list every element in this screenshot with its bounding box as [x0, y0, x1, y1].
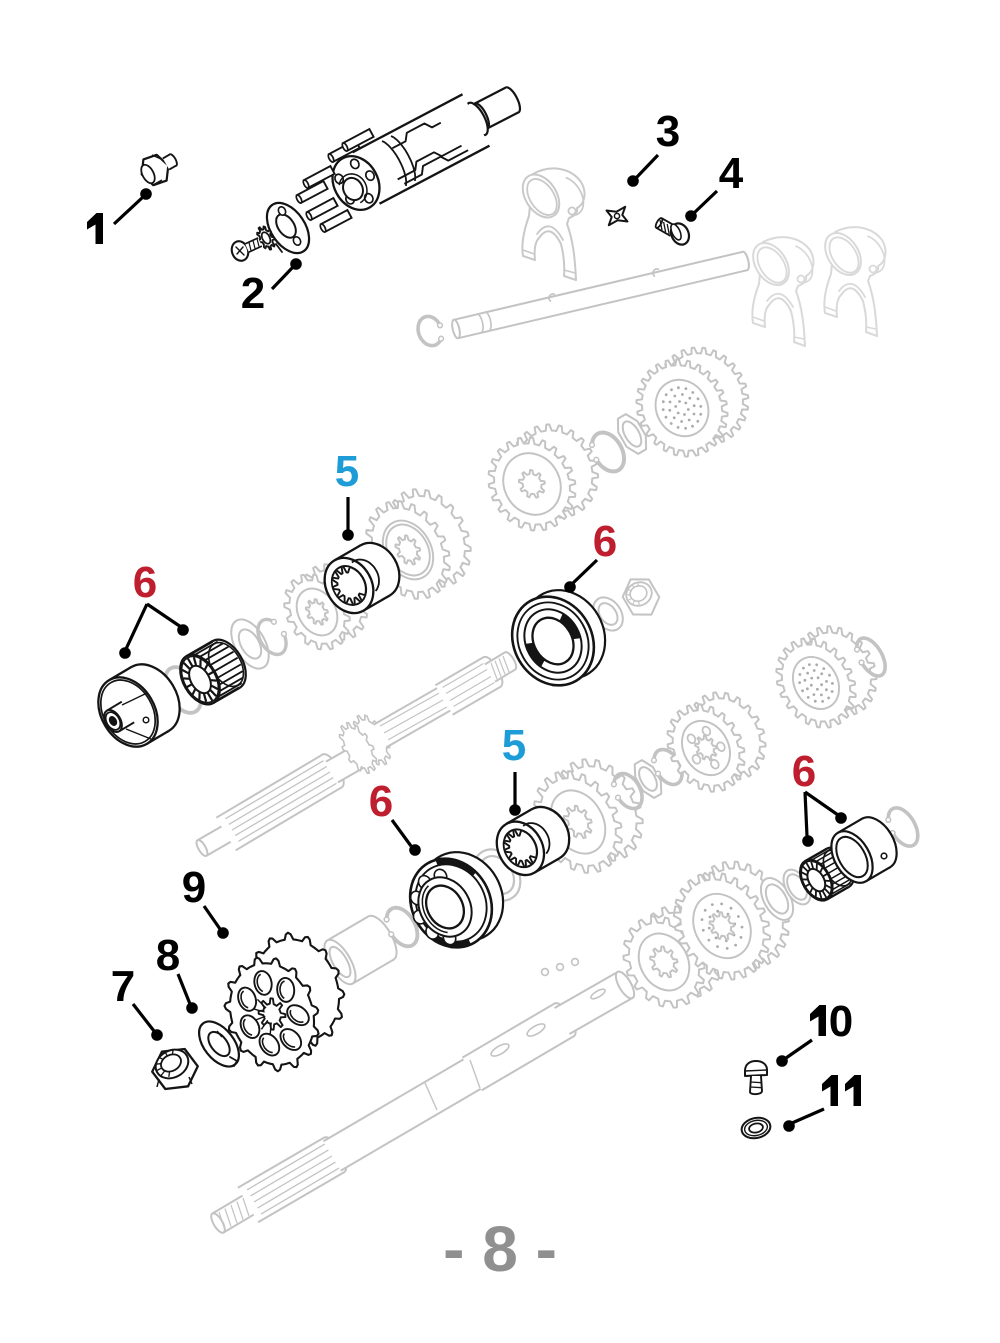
svg-text:6: 6	[133, 558, 157, 607]
svg-text:6: 6	[593, 517, 617, 566]
svg-text:3: 3	[656, 107, 680, 156]
svg-text:6: 6	[369, 777, 393, 826]
svg-text:8: 8	[156, 931, 180, 980]
svg-text:0: 0	[829, 997, 853, 1046]
svg-text:5: 5	[502, 721, 526, 770]
svg-text:2: 2	[241, 269, 265, 318]
svg-text:- 8 -: - 8 -	[443, 1213, 557, 1285]
svg-text:6: 6	[792, 747, 816, 796]
svg-text:4: 4	[719, 149, 744, 198]
svg-text:7: 7	[111, 962, 135, 1011]
svg-text:9: 9	[182, 863, 206, 912]
svg-text:5: 5	[335, 447, 359, 496]
